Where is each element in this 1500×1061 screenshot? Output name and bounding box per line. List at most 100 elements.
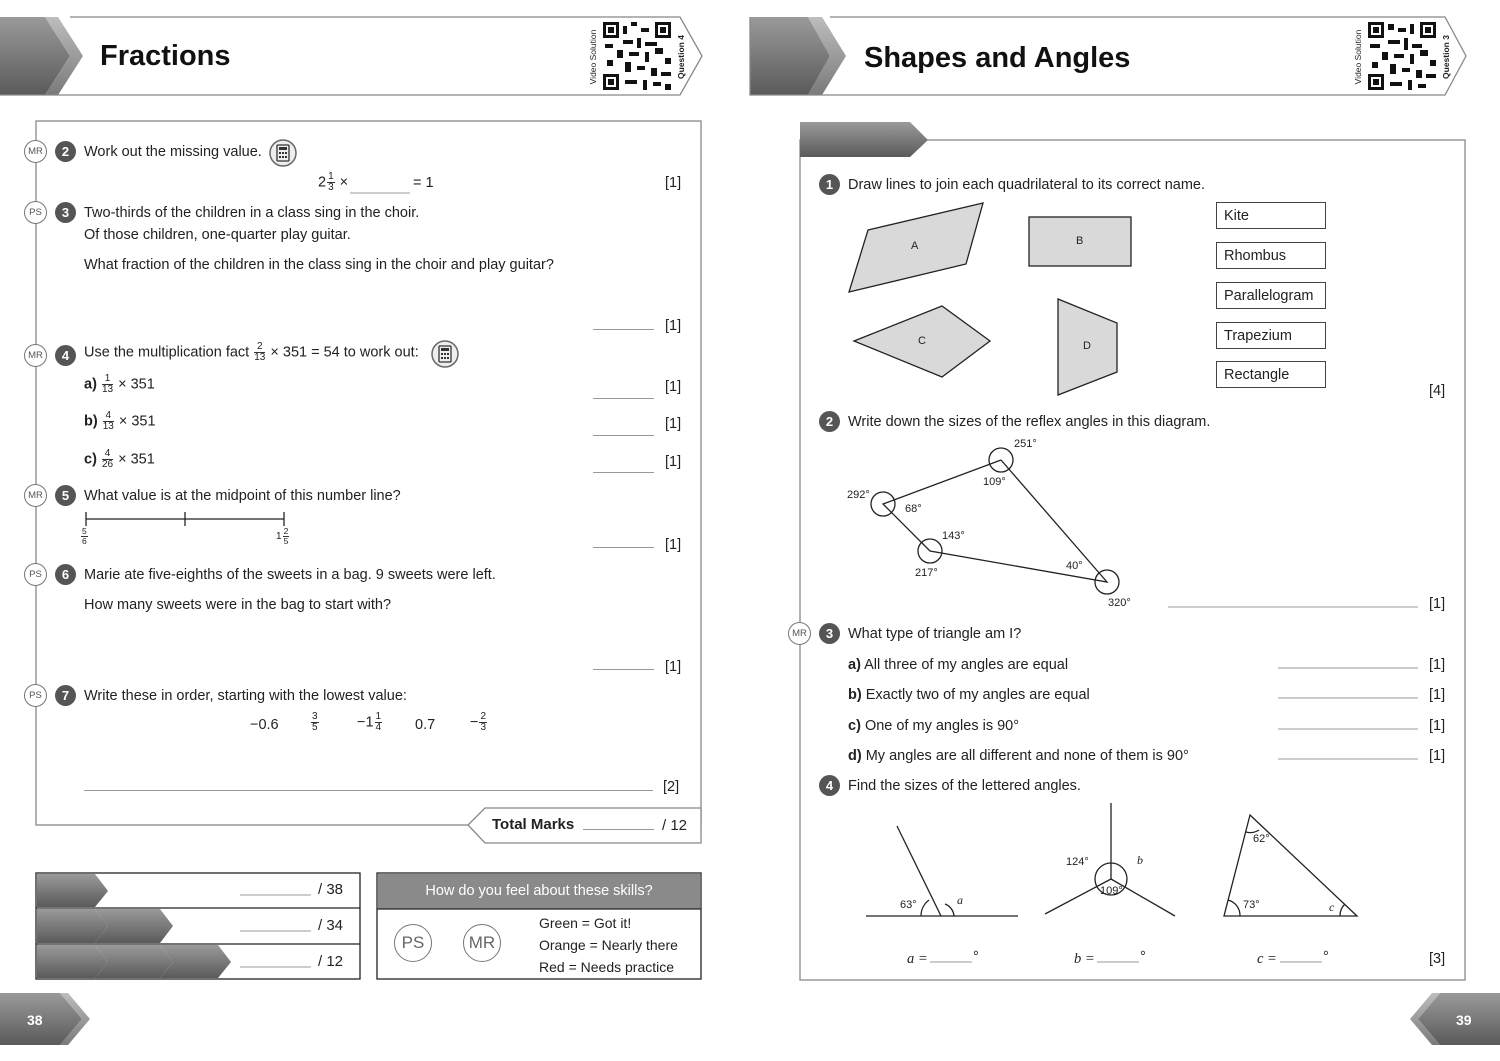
ps-legend-badge: PS: [394, 924, 432, 962]
figure-angle-c: [1223, 813, 1359, 917]
question-number: 7: [55, 685, 76, 706]
qr-caption-question: Question 4: [676, 35, 686, 79]
page-title: Shapes and Angles: [864, 42, 1131, 74]
ps-badge: PS: [24, 684, 47, 707]
figure-angle-b: [1044, 803, 1176, 917]
angle-label: 68°: [905, 503, 922, 515]
angle-label: 62°: [1253, 833, 1270, 845]
ps-badge: PS: [24, 201, 47, 224]
answer-line[interactable]: [84, 790, 653, 791]
shape-b: [1028, 216, 1132, 267]
shape-c: [852, 305, 992, 378]
question-part-b: b) Exactly two of my angles are equal: [848, 687, 1090, 703]
mr-badge: MR: [788, 622, 811, 645]
score-row-1: / 38: [318, 881, 344, 898]
angle-label: 217°: [915, 567, 938, 579]
figure-angle-a: [866, 825, 1018, 917]
shape-label: B: [1076, 235, 1084, 247]
answer-a-label: a =: [907, 951, 928, 967]
answer-line[interactable]: [593, 435, 654, 436]
mark: [1]: [665, 318, 682, 334]
question-number: 4: [55, 345, 76, 366]
qr-caption: Video Solution: [1353, 29, 1363, 85]
name-box-rectangle[interactable]: Rectangle: [1216, 361, 1326, 388]
total-marks-of: / 12: [662, 817, 688, 834]
legend-green: Green = Got it!: [539, 915, 632, 931]
score-row-2: / 34: [318, 917, 344, 934]
name-box-rhombus[interactable]: Rhombus: [1216, 242, 1326, 269]
angle-label: 320°: [1108, 597, 1131, 609]
degree-sign: °: [1323, 949, 1329, 965]
question-text: Draw lines to join each quadrilateral to…: [848, 177, 1206, 193]
angle-label: 251°: [1014, 438, 1037, 450]
question-number: 2: [55, 141, 76, 162]
answer-c-label: c =: [1257, 951, 1277, 967]
question-part-a: a) All three of my angles are equal: [848, 657, 1069, 673]
question-text: How many sweets were in the bag to start…: [84, 597, 392, 613]
angle-diagram: [870, 447, 1120, 595]
angle-label: 124°: [1066, 856, 1089, 868]
calculator-icon: [269, 139, 297, 167]
question-number: 5: [55, 485, 76, 506]
angle-label: 109°: [1100, 885, 1123, 897]
angle-label: 63°: [900, 899, 917, 911]
mark: [1]: [665, 659, 682, 675]
angle-label: 143°: [942, 530, 965, 542]
shape-label: D: [1083, 340, 1091, 352]
degree-sign: °: [1140, 949, 1146, 965]
question-number: 3: [819, 623, 840, 644]
feelings-header: How do you feel about these skills?: [425, 883, 653, 899]
total-marks-line[interactable]: [583, 829, 654, 830]
question-text: Marie ate five-eighths of the sweets in …: [84, 567, 496, 583]
mark: [1]: [665, 537, 682, 553]
expression-result: = 1: [413, 175, 434, 191]
angle-letter: c: [1329, 900, 1335, 914]
mark: [1]: [1429, 657, 1446, 673]
question-number: 6: [55, 564, 76, 585]
question-text: Work out the missing value.: [84, 144, 262, 160]
name-box-kite[interactable]: Kite: [1216, 202, 1326, 229]
name-box-trapezium[interactable]: Trapezium: [1216, 322, 1326, 349]
answer-line[interactable]: [593, 472, 654, 473]
shape-label: C: [918, 335, 926, 347]
question-text: Write down the sizes of the reflex angle…: [848, 414, 1211, 430]
page-number: 38: [27, 1012, 43, 1028]
name-box-parallelogram[interactable]: Parallelogram: [1216, 282, 1326, 309]
mr-badge: MR: [24, 484, 47, 507]
value-1: −0.6: [250, 717, 279, 733]
mark: [1]: [665, 379, 682, 395]
calculator-icon: [431, 340, 459, 368]
answer-line[interactable]: [593, 547, 654, 548]
mark: [3]: [1429, 951, 1446, 967]
number-line: [85, 512, 285, 526]
question-text: Find the sizes of the lettered angles.: [848, 778, 1081, 794]
answer-line[interactable]: [593, 669, 654, 670]
legend-orange: Orange = Nearly there: [539, 937, 678, 953]
mr-badge: MR: [24, 140, 47, 163]
question-number: 2: [819, 411, 840, 432]
angle-label: 109°: [983, 476, 1006, 488]
angle-letter: a: [957, 893, 963, 907]
mark: [1]: [665, 454, 682, 470]
question-number: 1: [819, 174, 840, 195]
mark: [4]: [1429, 383, 1446, 399]
question-number: 3: [55, 202, 76, 223]
answer-line[interactable]: [593, 398, 654, 399]
angle-label: 40°: [1066, 560, 1083, 572]
answer-line[interactable]: [593, 329, 654, 330]
question-number: 4: [819, 775, 840, 796]
mark: [1]: [1429, 596, 1446, 612]
mark: [2]: [663, 779, 680, 795]
qr-caption: Video Solution: [588, 29, 598, 85]
qr-caption-question: Question 3: [1441, 35, 1451, 79]
question-text: What type of triangle am I?: [848, 626, 1022, 642]
